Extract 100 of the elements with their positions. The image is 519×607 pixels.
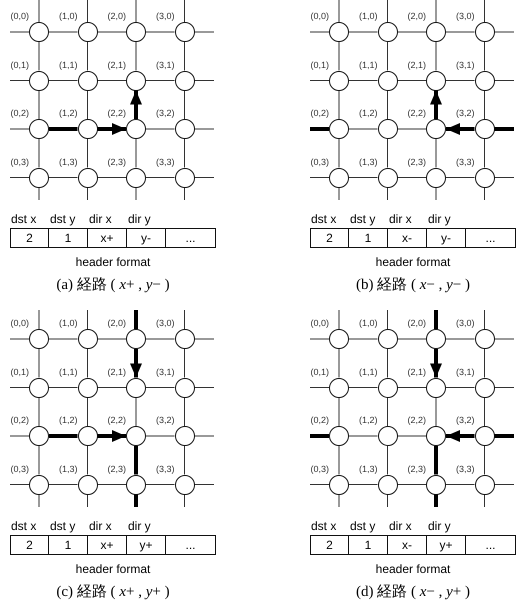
router-circle [329,70,349,90]
link-line [338,138,340,168]
header-field: x- [387,535,427,555]
link-line [87,446,88,475]
router-circle [126,119,146,139]
route-line [434,446,438,474]
coordinate-label: (2,2) [407,415,426,425]
router-circle [29,119,49,139]
router-circle [29,474,49,494]
route-arrow [446,430,474,442]
router-circle [29,426,49,446]
coordinate-label: (1,2) [58,415,78,425]
router-circle [378,474,398,494]
router-circle [78,22,98,42]
link-line [484,187,485,200]
coordinate-label: (0,1) [310,366,329,376]
link-line [38,90,40,120]
link-line [397,177,426,178]
header-field: y+ [126,535,166,555]
link-line [484,446,485,475]
router-circle [29,22,49,42]
route-line [134,446,138,474]
header-field: 1 [48,535,88,555]
coordinate-label: (3,2) [456,415,474,425]
router-circle [126,378,146,398]
route-arrow [98,123,126,135]
coordinate-label: (0,0) [310,318,329,328]
route-arrow [430,90,442,119]
link-line [87,187,88,200]
coordinate-label: (2,1) [107,60,126,70]
route-line [434,494,438,507]
router-circle [29,329,49,349]
router-circle [378,168,398,188]
coordinate-label: (2,1) [407,366,426,376]
route-line [434,310,438,329]
router-circle [78,329,98,349]
route-arrow [430,349,442,378]
router-circle [329,378,349,398]
router-circle [29,70,49,90]
router-circle [426,70,446,90]
header-field: ... [465,228,516,248]
field-name: dir x [389,519,412,533]
link-line [38,348,40,378]
link-line [387,90,388,120]
route-line [494,434,514,438]
router-circle [329,22,349,42]
link-line [184,90,185,120]
router-circle [126,426,146,446]
coordinate-label: (1,1) [58,60,78,70]
coordinate-label: (2,2) [107,415,126,425]
link-line [146,338,175,340]
link-line [387,42,388,71]
field-name: dst x [11,519,36,533]
header-field: 1 [48,228,88,248]
header-field: 1 [348,228,388,248]
table-caption: header format [74,255,152,269]
router-circle [474,329,494,349]
coordinate-label: (1,0) [58,318,78,328]
link-line [184,494,185,508]
router-circle [126,22,146,42]
coordinate-label: (1,0) [58,11,78,21]
router-circle [78,426,98,446]
router-circle [474,119,494,139]
coordinate-label: (2,3) [407,464,426,474]
coordinate-label: (2,0) [107,11,126,21]
router-circle [329,474,349,494]
coordinate-label: (0,2) [10,415,29,425]
header-field: y- [126,228,166,248]
router-circle [174,474,194,494]
field-name: dst y [50,212,76,226]
coordinate-label: (3,2) [156,108,174,118]
table-caption: header format [74,562,152,576]
router-circle [329,168,349,188]
link-line [387,494,388,508]
coordinate-label: (3,3) [456,464,474,474]
coordinate-label: (3,1) [456,366,474,376]
header-field: x- [387,228,427,248]
coordinate-label: (2,3) [407,156,426,166]
link-line [338,494,340,508]
link-line [338,90,340,120]
link-line [38,397,40,426]
coordinate-label: (1,2) [358,415,378,425]
router-circle [329,426,349,446]
coordinate-label: (3,0) [456,318,474,328]
link-line [387,446,388,475]
link-line [87,138,88,168]
route-arrow [130,349,142,378]
link-line [387,397,388,426]
coordinate-label: (3,0) [156,11,174,21]
link-line [338,348,340,378]
router-circle [474,474,494,494]
coordinate-label: (0,2) [310,108,329,118]
header-field: y+ [426,535,466,555]
link-line [397,484,426,485]
link-line [348,484,378,485]
link-line [146,177,175,178]
coordinate-label: (1,0) [358,318,378,328]
link-line [348,338,378,340]
link-line [446,338,475,340]
router-circle [378,426,398,446]
